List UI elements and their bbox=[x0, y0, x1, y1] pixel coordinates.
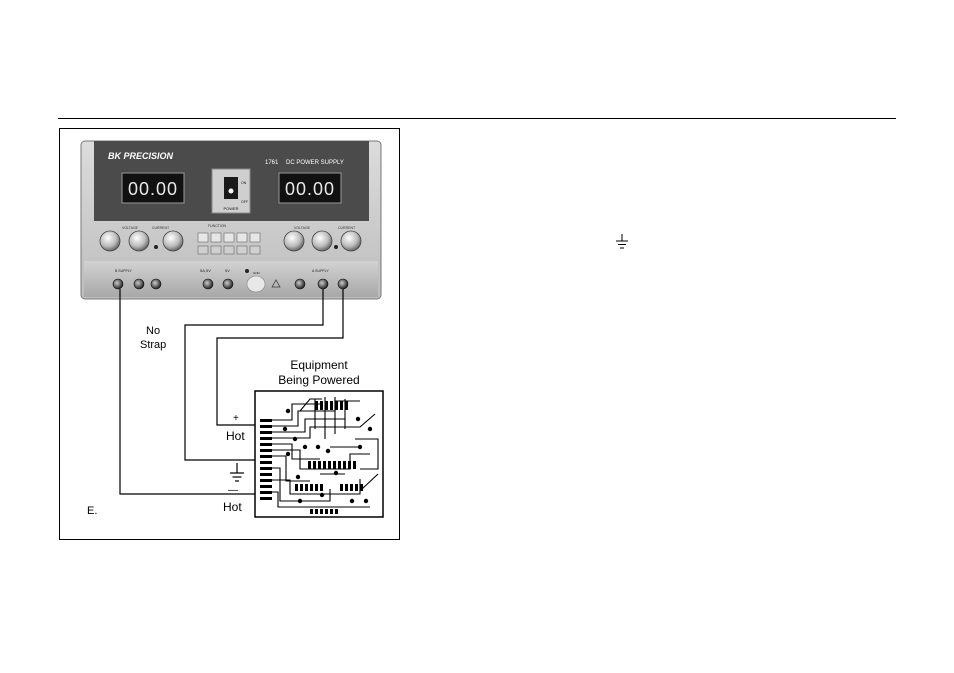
left-voltage-label: VOLTAGE bbox=[122, 226, 139, 230]
a-plus-terminal[interactable] bbox=[337, 278, 349, 290]
power-supply: BK PRECISION 1761 DC POWER SUPPLY 00.00 … bbox=[80, 140, 382, 300]
hot-top-label: Hot bbox=[226, 429, 245, 443]
function-button-5[interactable] bbox=[249, 232, 261, 243]
a-current-knob[interactable] bbox=[340, 230, 362, 252]
b-plus-terminal[interactable] bbox=[150, 278, 162, 290]
wire-a-gnd bbox=[184, 289, 324, 461]
function-button-8[interactable] bbox=[223, 245, 235, 255]
a-supply-label: A SUPPLY bbox=[312, 269, 329, 273]
right-display-value: 00.00 bbox=[285, 179, 335, 199]
minus-sign: — bbox=[228, 485, 238, 496]
fixed-v-label: 5V bbox=[225, 268, 230, 273]
left-current-label: CURRENT bbox=[152, 226, 170, 230]
function-button-2[interactable] bbox=[210, 232, 222, 243]
pcb-chips bbox=[295, 401, 363, 514]
a-gnd-terminal[interactable] bbox=[317, 278, 329, 290]
model-number: 1761 bbox=[265, 160, 279, 166]
left-display bbox=[121, 172, 185, 204]
function-button-4[interactable] bbox=[236, 232, 248, 243]
output-button[interactable] bbox=[246, 275, 266, 293]
wiring-diagram: BK PRECISION 1761 DC POWER SUPPLY 00.00 … bbox=[80, 140, 384, 518]
fixed-output-label: 5A,5V bbox=[200, 268, 211, 273]
wire-b-minus bbox=[119, 289, 273, 495]
a-voltage-fine-knob[interactable] bbox=[311, 230, 333, 252]
b-cv-led bbox=[154, 245, 158, 249]
figure-label: E. bbox=[87, 505, 97, 517]
terminal-strip bbox=[84, 261, 378, 297]
pcb-pads bbox=[282, 408, 373, 504]
psu-title: DC POWER SUPPLY bbox=[286, 160, 344, 166]
figure-panel: BK PRECISION 1761 DC POWER SUPPLY 00.00 … bbox=[59, 128, 400, 540]
brand-logo: BK PRECISION bbox=[108, 151, 174, 161]
off-label: OFF bbox=[241, 200, 248, 204]
ground-symbol bbox=[230, 463, 244, 482]
a-cv-led bbox=[334, 245, 338, 249]
a-minus-terminal[interactable] bbox=[294, 278, 306, 290]
no-strap-line2: Strap bbox=[140, 339, 166, 351]
right-current-label: CURRENT bbox=[338, 226, 356, 230]
fixed-plus-terminal[interactable] bbox=[222, 278, 234, 290]
function-button-1[interactable] bbox=[197, 232, 209, 243]
power-label: POWER bbox=[223, 206, 238, 211]
wire-a-plus bbox=[216, 289, 344, 426]
function-buttons bbox=[197, 232, 261, 255]
hot-bottom-label: Hot bbox=[223, 500, 242, 514]
function-button-3[interactable] bbox=[223, 232, 235, 243]
circuit-board bbox=[254, 390, 384, 518]
function-button-10[interactable] bbox=[249, 245, 261, 255]
function-button-9[interactable] bbox=[236, 245, 248, 255]
header-rule bbox=[58, 118, 896, 119]
a-voltage-coarse-knob[interactable] bbox=[283, 230, 305, 252]
fixed-minus-terminal[interactable] bbox=[202, 278, 214, 290]
b-voltage-fine-knob[interactable] bbox=[128, 230, 150, 252]
equipment-line2: Being Powered bbox=[278, 373, 359, 387]
b-current-knob[interactable] bbox=[162, 230, 184, 252]
no-strap-line1: No bbox=[146, 325, 160, 337]
b-supply-label: B SUPPLY bbox=[115, 269, 133, 273]
equipment-line1: Equipment bbox=[290, 358, 348, 372]
right-display bbox=[278, 172, 342, 204]
function-label: FUNCTION bbox=[208, 224, 227, 228]
on-label: ON bbox=[241, 181, 247, 185]
power-indicator bbox=[228, 188, 234, 194]
ground-icon bbox=[616, 234, 628, 249]
plus-sign: + bbox=[233, 413, 239, 424]
right-voltage-label: VOLTAGE bbox=[294, 226, 311, 230]
gnd-indicator bbox=[245, 269, 249, 273]
function-button-7[interactable] bbox=[210, 245, 222, 255]
warning-icon bbox=[271, 279, 281, 288]
gnd-label: GND bbox=[253, 271, 261, 275]
wires bbox=[119, 289, 344, 495]
left-display-value: 00.00 bbox=[128, 179, 178, 199]
b-gnd-terminal[interactable] bbox=[133, 278, 145, 290]
b-minus-terminal[interactable] bbox=[112, 278, 124, 290]
edge-connector bbox=[260, 419, 272, 500]
function-button-6[interactable] bbox=[197, 245, 209, 255]
b-voltage-coarse-knob[interactable] bbox=[99, 230, 121, 252]
power-switch[interactable] bbox=[224, 177, 238, 199]
